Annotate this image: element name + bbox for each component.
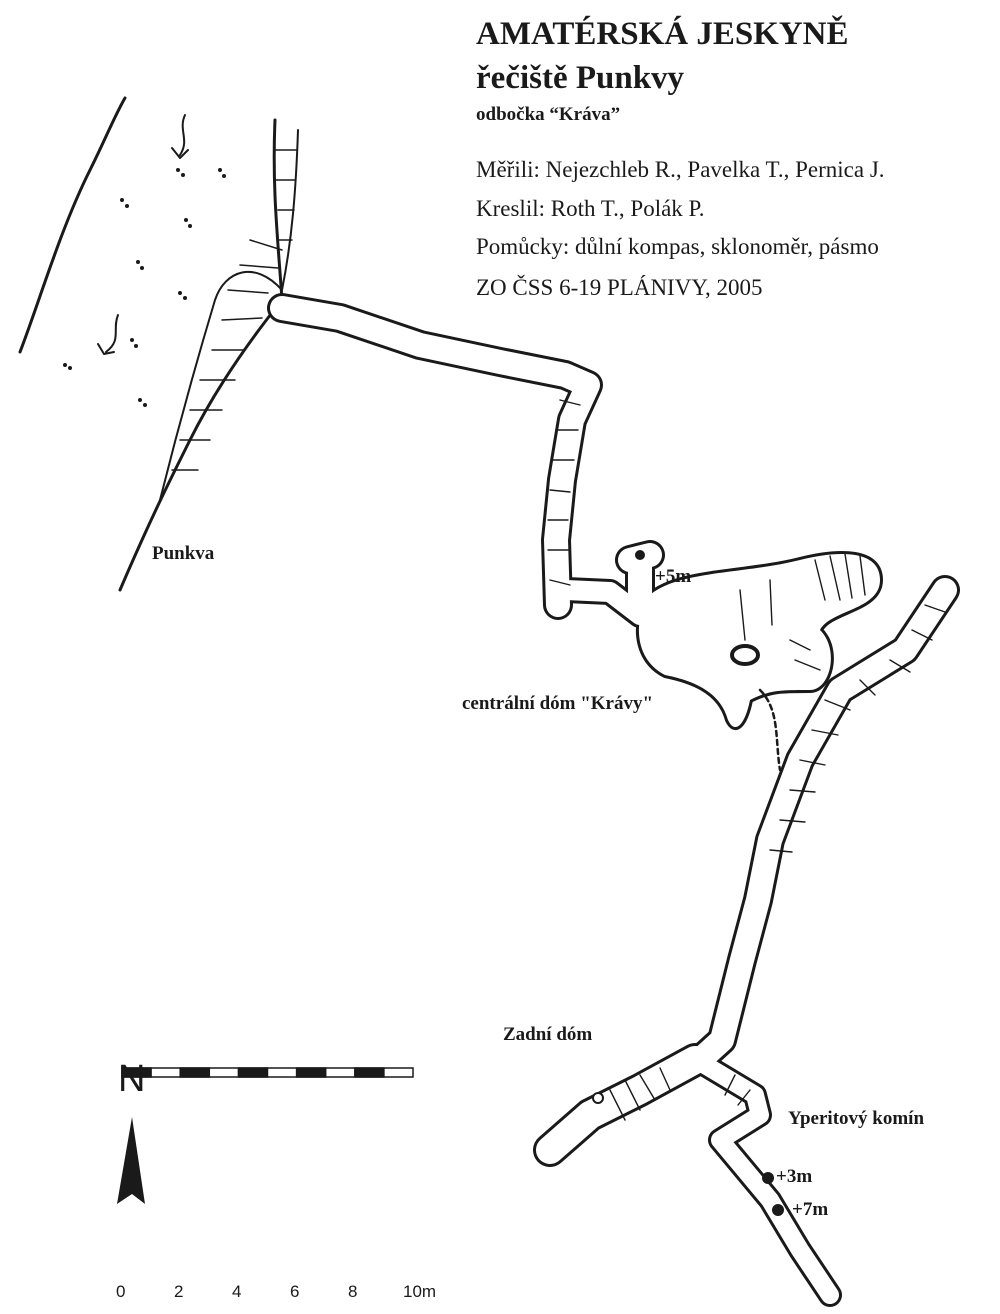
label-river: Punkva: [152, 543, 215, 564]
cave-passages: [267, 293, 960, 1307]
scale-tick: 6: [290, 1282, 300, 1301]
slope-hatching: [171, 149, 297, 471]
label-chimney: Yperitový komín: [788, 1108, 925, 1129]
section-title: řečiště Punkvy: [476, 60, 685, 96]
credits-surveyed: Měřili: Nejezchleb R., Pavelka T., Perni…: [476, 157, 885, 182]
river-bank-right: [118, 118, 284, 592]
scale-tick: 4: [232, 1282, 242, 1301]
credits-tools: Pomůcky: důlní kompas, sklonoměr, pásmo: [476, 234, 879, 259]
branch-title: odbočka “Kráva”: [476, 104, 621, 125]
scale-tick: 2: [174, 1282, 184, 1301]
label-height-3: +3m: [776, 1166, 813, 1187]
credits-drawn: Kreslil: Roth T., Polák P.: [476, 196, 705, 221]
label-central-dome: centrální dóm "Krávy": [462, 693, 654, 714]
label-height-5: +5m: [655, 566, 692, 587]
cave-title: AMATÉRSKÁ JESKYNĚ: [476, 16, 849, 52]
river-bank-left: [18, 96, 127, 354]
credits-org: ZO ČSS 6-19 PLÁNIVY, 2005: [476, 275, 763, 300]
gravel-dots: [63, 168, 226, 407]
flow-arrow-icon: [97, 314, 119, 355]
north-arrow-icon: [117, 1117, 145, 1204]
north-label: N: [118, 1058, 146, 1100]
scale-tick: 10m: [403, 1282, 437, 1301]
scale-tick: 8: [348, 1282, 358, 1301]
river-bank-inner: [159, 129, 299, 501]
scale-tick: 0: [116, 1282, 126, 1301]
flow-arrow-icon: [171, 114, 189, 159]
label-back-dome: Zadní dóm: [503, 1024, 593, 1045]
scale-bar: [121, 1067, 414, 1078]
label-height-7: +7m: [792, 1199, 829, 1220]
